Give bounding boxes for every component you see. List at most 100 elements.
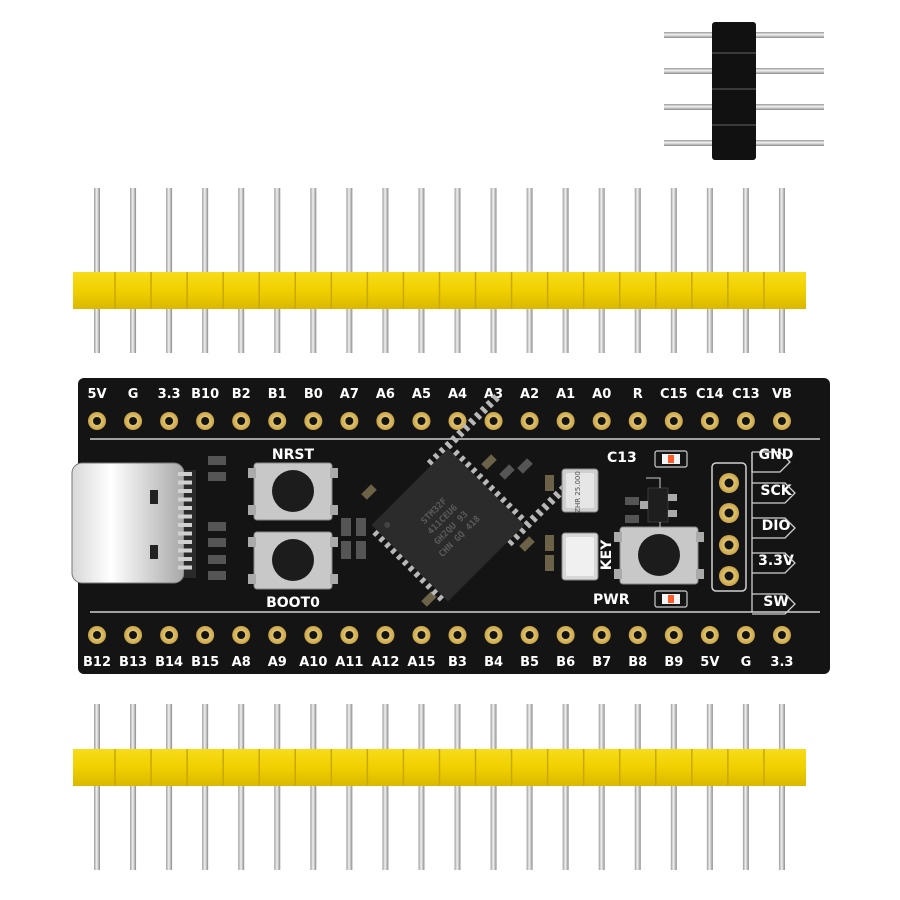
nrst-button[interactable] — [248, 462, 338, 521]
bottom-pad-hole — [273, 631, 282, 639]
bottom-pad-hole — [597, 631, 606, 639]
bottom-pin-label: A11 — [335, 655, 363, 670]
top-pin-label: A5 — [412, 387, 431, 402]
bottom-pad-hole — [705, 631, 714, 639]
swd-label-arrow — [752, 517, 796, 539]
bottom-pin-label: B4 — [484, 655, 503, 670]
crystal-marking: ZHR 25.000 — [574, 471, 582, 513]
swd-pad-hole — [724, 478, 734, 488]
top-pad-hole — [237, 417, 246, 425]
top-pin-label: A2 — [520, 387, 539, 402]
top-pin-label: B1 — [268, 387, 287, 402]
mcu-pin — [467, 417, 477, 426]
bottom-pad-hole — [525, 631, 534, 639]
four-pin-header — [664, 22, 824, 160]
top-pad-hole — [741, 417, 750, 425]
swd-pin-label: GND — [759, 447, 794, 463]
rtc-crystal — [561, 532, 599, 581]
top-header-pin — [166, 188, 173, 353]
key-label: KEY — [599, 539, 615, 570]
top-header-pin — [634, 188, 641, 353]
top-header-pin — [706, 188, 713, 353]
top-header-pin — [562, 188, 569, 353]
bottom-pin-label: B13 — [119, 655, 147, 670]
top-header-pin — [274, 188, 281, 353]
bottom-pin-label: A10 — [299, 655, 327, 670]
bottom-header-pin — [238, 704, 245, 870]
top-pad-hole — [597, 417, 606, 425]
top-pin-label: 5V — [87, 387, 106, 402]
bottom-header-pin — [490, 704, 497, 870]
key-button[interactable] — [614, 526, 704, 585]
bottom-pad-hole — [633, 631, 642, 639]
bottom-pad-hole — [453, 631, 462, 639]
swd-pin-label: DIO — [762, 518, 791, 534]
bottom-pad-hole — [417, 631, 426, 639]
top-header-pin — [382, 188, 389, 353]
top-pin-label: B10 — [191, 387, 219, 402]
swd-pin-label: SW — [763, 594, 789, 610]
top-pin-label: A1 — [556, 387, 575, 402]
swd-label-arrow — [752, 482, 796, 504]
bottom-header-pin — [346, 704, 353, 870]
swd-pad-hole — [724, 571, 734, 581]
top-pad-hole — [525, 417, 534, 425]
bottom-pin-label: B8 — [628, 655, 647, 670]
boot0-label: BOOT0 — [266, 595, 320, 611]
bottom-header-pin — [670, 704, 677, 870]
bottom-pin-label: B5 — [520, 655, 539, 670]
swd-pad-hole — [724, 508, 734, 518]
top-header-pin — [346, 188, 353, 353]
top-pin-label: VB — [772, 387, 792, 402]
usb-c-pin — [178, 540, 192, 544]
bottom-header-pin — [94, 704, 100, 870]
usb-c-pin — [178, 480, 192, 485]
mcu-pin — [456, 429, 465, 438]
usb-c-pin — [178, 531, 192, 536]
bottom-pin-label: B3 — [448, 655, 467, 670]
mcu-pin — [473, 411, 483, 421]
swd-pin-label: SCK — [760, 483, 792, 499]
bottom-pad-hole — [741, 631, 750, 639]
top-pin-label: A3 — [484, 387, 503, 402]
top-pin-label: C15 — [660, 387, 688, 402]
top-pad-hole — [309, 417, 318, 425]
mcu-chip: STM32F 411CEU6 GH2QU 93 CHN GQ 418 — [371, 393, 580, 602]
mcu-pin — [541, 502, 550, 511]
top-pad-hole — [129, 417, 138, 425]
swd-pad-hole — [724, 540, 734, 550]
usb-c-pin — [178, 472, 192, 476]
bottom-pad-hole — [309, 631, 318, 639]
bottom-header-pin — [274, 704, 281, 870]
bottom-pad-hole — [381, 631, 390, 639]
bottom-pad-hole — [777, 631, 786, 639]
top-pad-hole — [201, 417, 210, 425]
bottom-pad-hole — [165, 631, 174, 639]
top-pad-hole — [273, 417, 282, 425]
mcu-pin — [479, 405, 489, 415]
bottom-pin-label: A15 — [407, 655, 435, 670]
bottom-header-pin — [454, 704, 461, 870]
mcu-pin — [450, 435, 459, 444]
top-pin-label: G — [128, 387, 139, 402]
bottom-pad-hole — [237, 631, 246, 639]
top-pad-hole — [489, 417, 498, 425]
bottom-pin-label: B15 — [191, 655, 219, 670]
bottom-header-pin — [634, 704, 641, 870]
top-header-pin — [454, 188, 461, 353]
top-header-pin — [598, 188, 605, 353]
bottom-header-pin — [562, 704, 569, 870]
crystal-oscillator: ZHR 25.000 — [561, 468, 599, 513]
bottom-pin-label: B7 — [592, 655, 611, 670]
top-pad-hole — [453, 417, 462, 425]
passive-components-left — [208, 454, 639, 607]
boot0-button[interactable] — [248, 531, 338, 590]
top-header-pin — [130, 188, 137, 353]
bottom-pad-hole — [129, 631, 138, 639]
mcu-pin — [535, 508, 544, 517]
top-pin-label: B0 — [304, 387, 323, 402]
mcu-pin — [529, 514, 538, 523]
top-header-pin — [310, 188, 317, 353]
